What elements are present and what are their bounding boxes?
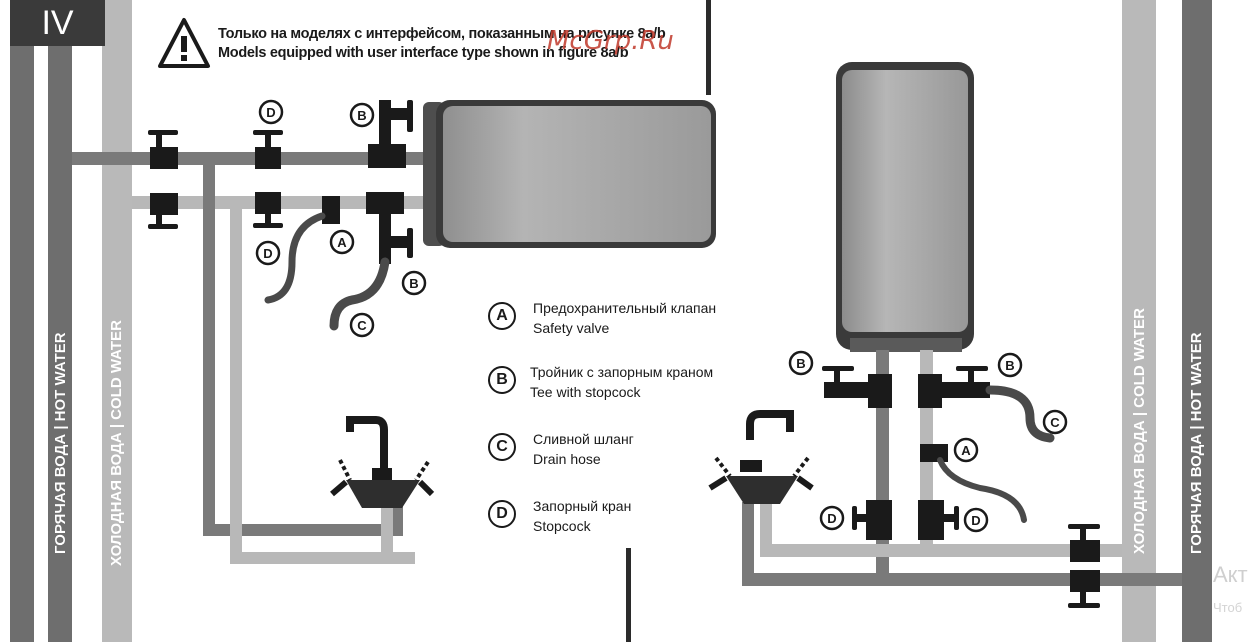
tag-b-left-hot [349, 102, 375, 128]
legend-badge-d: D [488, 500, 516, 528]
tag-c-left [349, 312, 375, 338]
right-stopcock-d-cold [918, 500, 959, 540]
tag-c-right-label: C [1050, 415, 1060, 430]
left-cold-water-label: ХОЛОДНАЯ ВОДА | COLD WATER [108, 320, 125, 566]
tag-d-right-cold [963, 507, 989, 533]
tag-b-right-cold-label: B [1005, 358, 1014, 373]
left-stopcock-d-hot [253, 130, 283, 169]
tag-b-right-hot-label: B [796, 356, 805, 371]
tag-d-left-hot-label: D [266, 105, 275, 120]
legend-b-en: Tee with stopcock [530, 384, 641, 400]
tag-d-left-hot [258, 99, 284, 125]
tag-a-left-label: A [337, 235, 347, 250]
legend-b-ru: Тройник с запорным краном [530, 364, 714, 380]
legend-a-ru: Предохранительный клапан [533, 300, 717, 316]
left-drain-hose-a [264, 212, 326, 304]
warning-text: Только на моделях с интерфейсом, показан… [218, 25, 666, 63]
legend-c-ru: Сливной шланг [533, 431, 634, 447]
tag-a-left [329, 229, 355, 255]
right-stopcock-d-hot [852, 500, 892, 540]
tag-c-left-label: C [357, 318, 367, 333]
divider-top [706, 0, 711, 95]
legend-badge-c: C [488, 433, 516, 461]
right-cold-water-label: ХОЛОДНАЯ ВОДА | COLD WATER [1131, 308, 1148, 554]
tag-b-right-hot [788, 350, 814, 376]
legend-item-a: A Предохранительный клапан Safety valve [488, 300, 788, 340]
watermark: McGrp.Ru [547, 26, 674, 56]
tag-d-left-cold-label: D [263, 246, 272, 261]
activation-overlay-subtitle: Чтоб [1213, 600, 1243, 615]
right-cold-wall-band [1122, 0, 1156, 642]
tag-b-left-hot-label: B [357, 108, 366, 123]
left-hot-feed [203, 158, 215, 536]
left-hot-wall-gap [34, 46, 48, 642]
left-stopcock-d-cold [253, 192, 283, 228]
warning-triangle-icon [158, 18, 210, 68]
left-tank-body [443, 106, 711, 242]
left-hot-water-label: ГОРЯЧАЯ ВОДА | HOT WATER [52, 330, 69, 556]
left-tee-b-hot [368, 100, 413, 168]
legend-item-c: C Сливной шланг Drain hose [488, 431, 788, 471]
left-tee-b-cold [366, 192, 413, 264]
left-cold-feed [230, 202, 242, 564]
tag-d-right-hot [819, 505, 845, 531]
tag-d-right-cold-label: D [971, 513, 980, 528]
legend-badge-b: B [488, 366, 516, 394]
right-drain-hose-b [985, 385, 1055, 443]
right-hot-water-label: ГОРЯЧАЯ ВОДА | HOT WATER [1188, 332, 1205, 554]
right-hot-wall-band [1182, 0, 1212, 642]
right-tee-b-cold [918, 366, 990, 408]
left-mixer-tap [330, 416, 435, 508]
legend-item-b: B Тройник с запорным краном Tee with sto… [488, 364, 788, 404]
tag-d-right-hot-label: D [827, 511, 836, 526]
right-safety-valve-a [920, 444, 948, 462]
activation-overlay-title: Акт [1213, 562, 1248, 587]
right-cold-wall-stopcock [1068, 524, 1100, 562]
warning-line-en: Models equipped with user interface type… [218, 45, 629, 61]
legend-badge-a: A [488, 302, 516, 330]
legend-d-en: Stopcock [533, 518, 591, 534]
legend-c-en: Drain hose [533, 451, 601, 467]
legend-a-en: Safety valve [533, 320, 610, 336]
tag-c-right [1042, 409, 1068, 435]
right-tank-body [842, 70, 968, 332]
tag-a-right [953, 437, 979, 463]
right-mixer-tap [708, 410, 814, 504]
tag-a-right-label: A [961, 443, 971, 458]
legend-d-ru: Запорный кран [533, 498, 632, 514]
tag-b-left-cold [401, 270, 427, 296]
left-hot-wall-stopcock [148, 130, 178, 169]
tag-b-left-cold-label: B [409, 276, 418, 291]
warning-line-ru: Только на моделях с интерфейсом, показан… [218, 26, 666, 42]
divider-bottom [626, 548, 631, 642]
legend-item-d: D Запорный кран Stopcock [488, 498, 788, 538]
left-drain-hose-b [329, 257, 390, 331]
right-drain-hose-a [937, 457, 1027, 523]
right-tank-bottom [850, 338, 962, 352]
section-number: IV [10, 0, 105, 46]
left-cold-wall-band [102, 0, 132, 642]
left-safety-valve-a [322, 196, 340, 224]
left-cold-wall-stopcock [148, 193, 178, 229]
right-tee-b-hot [822, 366, 892, 408]
tag-b-right-cold [997, 352, 1023, 378]
tag-d-left-cold [255, 240, 281, 266]
right-hot-wall-stopcock [1068, 570, 1100, 608]
